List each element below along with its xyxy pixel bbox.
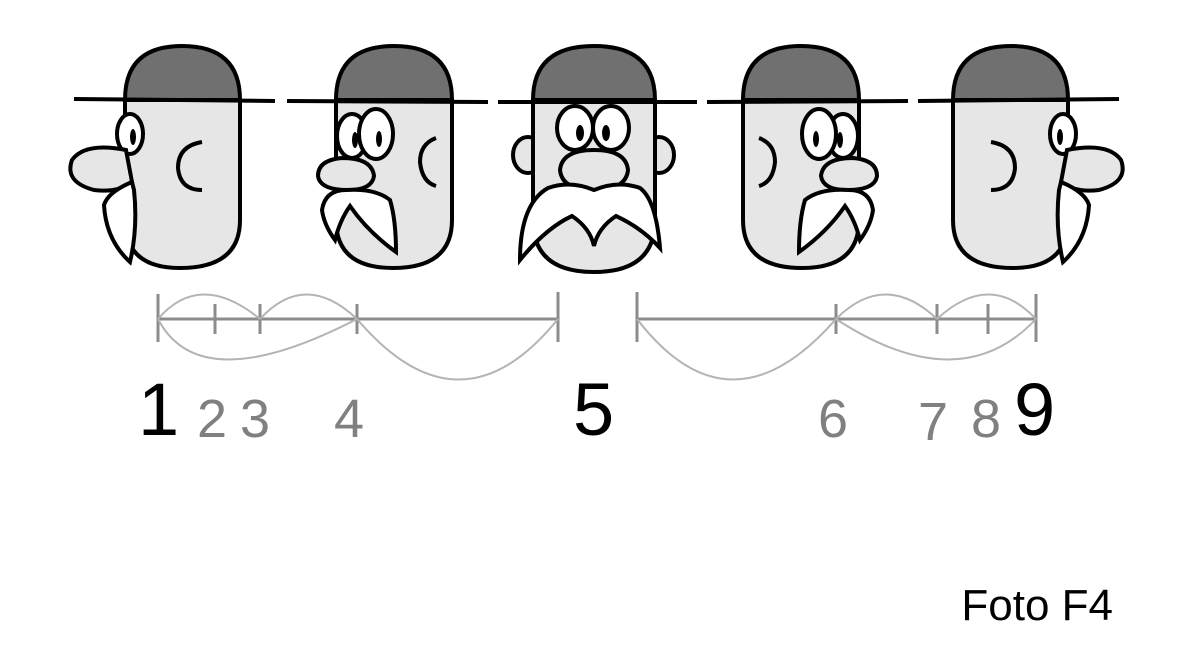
head-front xyxy=(498,43,697,275)
arc-1-3 xyxy=(157,293,261,320)
spacing-timeline xyxy=(156,292,1038,342)
photo-caption: Foto F4 xyxy=(961,581,1113,630)
frame-number-4: 4 xyxy=(334,389,364,449)
arc-6-7 xyxy=(835,293,938,320)
frame-numbers: 1 2 3 4 5 6 7 8 9 xyxy=(138,368,1055,452)
frame-number-1: 1 xyxy=(138,368,179,451)
frame-number-7: 7 xyxy=(918,392,948,452)
frame-number-9: 9 xyxy=(1014,368,1055,451)
arc-4-5 xyxy=(356,318,559,381)
arc-3-4 xyxy=(259,293,358,320)
head-profile-right xyxy=(916,44,1125,270)
frame-number-6: 6 xyxy=(818,389,848,449)
arc-7-9 xyxy=(936,293,1037,320)
arc-5-6 xyxy=(636,318,837,381)
arc-1-4 xyxy=(157,318,358,361)
head-three-quarter-left xyxy=(285,44,490,270)
head-profile-left xyxy=(68,44,277,270)
head-three-quarter-right xyxy=(705,44,910,270)
frame-number-2: 2 xyxy=(197,389,227,449)
frame-number-3: 3 xyxy=(240,389,270,449)
frame-number-8: 8 xyxy=(971,389,1001,449)
arc-6-9 xyxy=(835,318,1037,361)
spacing-arcs xyxy=(157,293,1037,381)
frame-number-5: 5 xyxy=(573,368,614,451)
